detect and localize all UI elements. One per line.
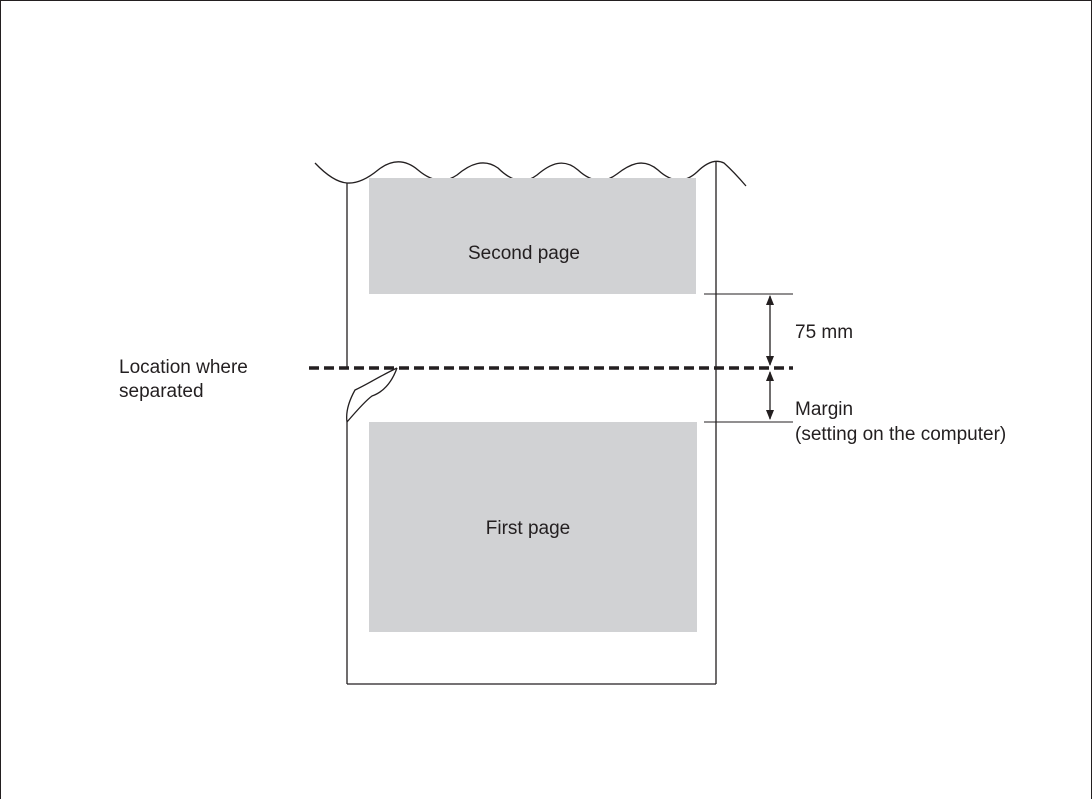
separation-label-line1: Location where (119, 357, 248, 378)
first-page-curl-fold (346, 367, 398, 423)
margin-dimension: Margin (setting on the computer) (704, 371, 1006, 445)
second-page-sheet: Second page (314, 160, 747, 684)
first-page-print-area (369, 422, 697, 632)
margin-arrow-head-top (766, 371, 774, 381)
distance-arrow-head-top (766, 295, 774, 305)
first-page-curled-corner (346, 367, 398, 423)
distance-dimension: 75 mm (704, 293, 853, 366)
first-page-sheet: First page (346, 367, 716, 685)
distance-arrow-head-bottom (766, 356, 774, 366)
first-page-label: First page (486, 518, 570, 539)
separation-label-line2: separated (119, 381, 204, 402)
second-page-label: Second page (468, 243, 580, 264)
distance-label: 75 mm (795, 322, 853, 343)
margin-arrow-head-bottom (766, 410, 774, 420)
second-page-wavy-edge (314, 160, 747, 187)
second-page-print-area (369, 178, 696, 294)
margin-label-line2: (setting on the computer) (795, 424, 1006, 445)
margin-label-line1: Margin (795, 399, 853, 420)
